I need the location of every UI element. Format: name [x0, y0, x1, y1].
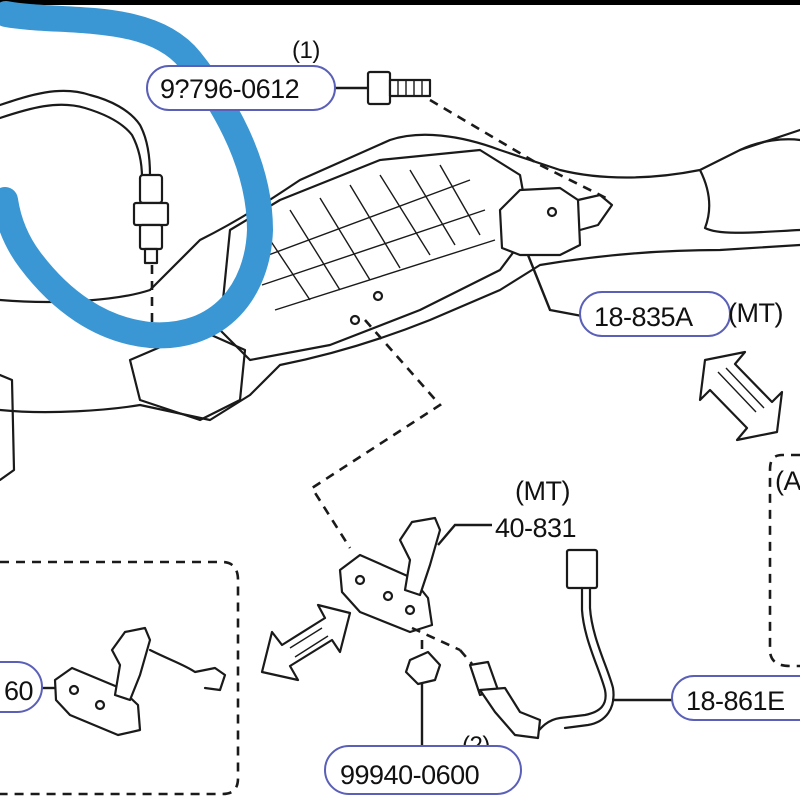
bolt-part	[366, 70, 611, 202]
bracket-831-number-label: 40-831	[495, 513, 576, 543]
bolt-ref-label: (1)	[292, 37, 320, 64]
bolt-number-label: 9?796-0612	[160, 74, 299, 104]
mount-dashed-route	[310, 319, 442, 549]
right-dashed-box	[768, 453, 800, 668]
bracket-835a-leader	[526, 254, 583, 318]
bracket-835a-box	[579, 291, 731, 337]
bracket-831-callout: (MT) 40-831	[495, 476, 577, 543]
left-bracket-assembly	[53, 626, 227, 737]
nut-part	[404, 640, 442, 686]
bracket-835a-note-label: (MT)	[728, 298, 783, 328]
nut-callout: (2) 99940-0600	[324, 732, 522, 795]
left-cut-box	[0, 661, 43, 713]
left-cut-label: 60	[4, 676, 33, 706]
left-dashed-box	[0, 560, 240, 796]
bracket-831-leader	[437, 523, 492, 546]
exhaust-bracket	[498, 186, 614, 257]
sensor-861e-number-label: 18-861E	[686, 686, 785, 716]
nut-number-label: 99940-0600	[340, 760, 479, 790]
bolt-number-box	[146, 65, 336, 111]
sensor-861e-callout: 18-861E	[671, 675, 800, 721]
sensor-bracket	[338, 516, 461, 652]
left-cut-callout: 60	[0, 661, 43, 713]
left-edge-bracket	[0, 373, 16, 482]
top-border	[0, 0, 800, 5]
bracket-831-note-label: (MT)	[515, 476, 570, 506]
sensor-861e-box	[671, 675, 800, 721]
lower-oxygen-sensor	[459, 548, 615, 740]
catalytic-converter	[128, 148, 532, 422]
bracket-835a-number-label: 18-835A	[594, 302, 693, 332]
nut-number-box	[324, 745, 522, 795]
right-cut-label: (A	[775, 466, 800, 496]
double-arrow-right	[698, 350, 784, 442]
highlight-stroke	[0, 1, 273, 349]
bolt-callout: (1) 9?796-0612	[146, 37, 336, 111]
upper-oxygen-sensor	[0, 89, 170, 330]
exhaust-pipe	[0, 128, 800, 422]
double-arrow-left	[260, 603, 352, 682]
bracket-835a-callout: 18-835A (MT)	[579, 291, 783, 337]
